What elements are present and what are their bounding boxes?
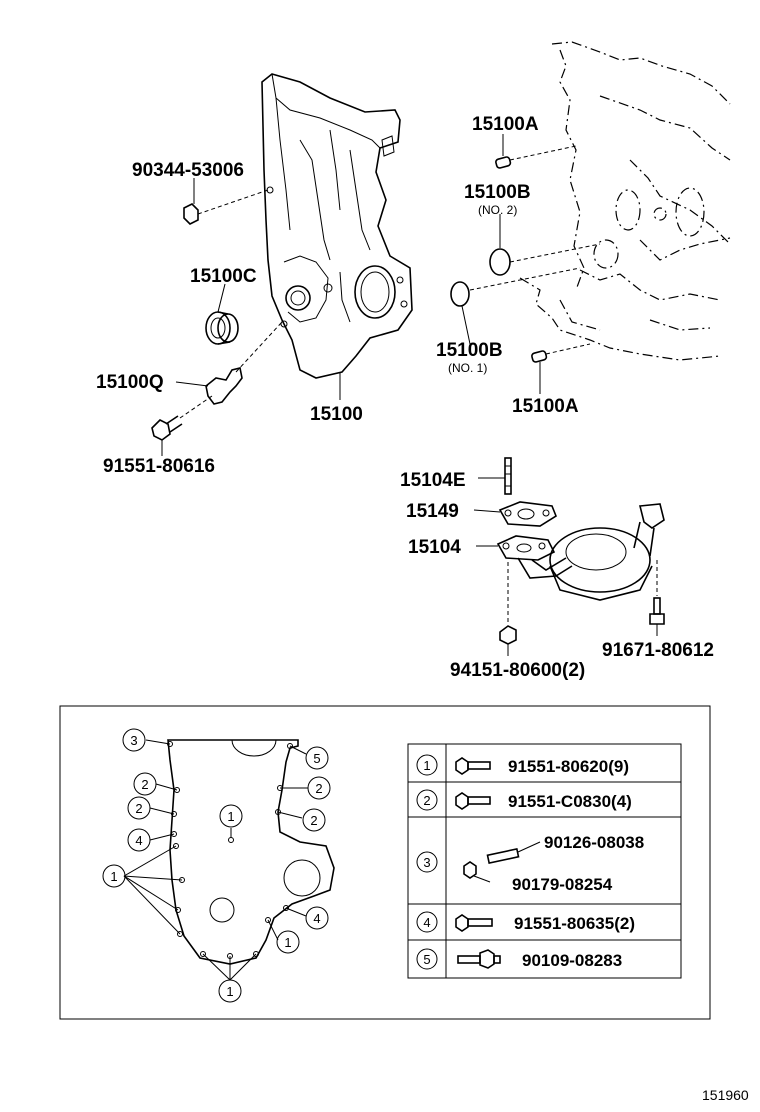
table-part-2: 91551-C0830(4) bbox=[508, 792, 632, 811]
callout-2-d: 2 bbox=[302, 808, 326, 832]
table-part-3b: 90179-08254 bbox=[512, 875, 613, 894]
svg-text:1: 1 bbox=[423, 758, 430, 773]
svg-text:1: 1 bbox=[284, 935, 291, 950]
callout-4-a: 4 bbox=[127, 828, 151, 852]
svg-text:2: 2 bbox=[135, 801, 142, 816]
label-15100a-bottom: 15100A bbox=[512, 396, 579, 417]
callout-1-bottom: 1 bbox=[218, 979, 242, 1003]
label-91671-80612: 91671-80612 bbox=[602, 640, 714, 661]
callout-1-right: 1 bbox=[276, 930, 300, 954]
figure-id: 151960 bbox=[702, 1087, 749, 1103]
label-15149: 15149 bbox=[406, 501, 459, 522]
bolt-91551-80616 bbox=[151, 395, 213, 456]
svg-text:4: 4 bbox=[135, 833, 142, 848]
svg-text:5: 5 bbox=[313, 751, 320, 766]
table-row-1: 1 91551-80620(9) bbox=[416, 754, 629, 776]
label-15100b-bottom: 15100B bbox=[436, 340, 503, 361]
table-part-3a: 90126-08038 bbox=[544, 833, 644, 852]
label-90344-53006: 90344-53006 bbox=[132, 160, 244, 181]
table-row-2: 2 91551-C0830(4) bbox=[416, 789, 632, 811]
bolt-94151 bbox=[499, 562, 517, 656]
gasket-15149 bbox=[473, 501, 557, 527]
svg-text:1: 1 bbox=[227, 809, 234, 824]
label-15100: 15100 bbox=[310, 404, 363, 425]
fastener-table bbox=[407, 743, 682, 979]
detail-leaders bbox=[123, 739, 308, 981]
sensor-15100q bbox=[175, 321, 283, 405]
svg-text:3: 3 bbox=[423, 855, 430, 870]
dowel-pin-top bbox=[495, 134, 577, 169]
table-part-1: 91551-80620(9) bbox=[508, 757, 629, 776]
callout-4-b: 4 bbox=[305, 906, 329, 930]
callout-2-a: 2 bbox=[133, 772, 157, 796]
label-15104: 15104 bbox=[408, 537, 461, 558]
callout-5: 5 bbox=[305, 746, 329, 770]
table-part-5: 90109-08283 bbox=[522, 951, 622, 970]
callout-3: 3 bbox=[122, 728, 146, 752]
label-15104e: 15104E bbox=[400, 470, 466, 491]
timing-cover-drawing bbox=[261, 73, 413, 400]
oil-strainer-15104 bbox=[476, 503, 665, 601]
detail-cover-outline bbox=[167, 739, 335, 965]
label-15100b-top-note: (NO. 2) bbox=[478, 203, 517, 217]
bolt-91671 bbox=[649, 560, 665, 636]
table-row-3: 3 90126-08038 90179-08254 bbox=[416, 833, 644, 894]
svg-text:1: 1 bbox=[226, 984, 233, 999]
o-ring-no2 bbox=[489, 214, 601, 276]
callout-2-c: 2 bbox=[127, 796, 151, 820]
callout-1-center: 1 bbox=[219, 804, 243, 828]
callout-2-b: 2 bbox=[307, 776, 331, 800]
stud-15104e bbox=[478, 457, 512, 495]
svg-text:4: 4 bbox=[423, 915, 430, 930]
callout-1-left: 1 bbox=[102, 864, 126, 888]
label-15100q: 15100Q bbox=[96, 372, 164, 393]
label-91551-80616: 91551-80616 bbox=[103, 456, 215, 477]
label-15100a-top: 15100A bbox=[472, 114, 539, 135]
detail-box bbox=[59, 705, 711, 1020]
label-94151-80600: 94151-80600(2) bbox=[450, 660, 585, 681]
label-15100c: 15100C bbox=[190, 266, 257, 287]
svg-text:4: 4 bbox=[313, 911, 320, 926]
label-15100b-bottom-note: (NO. 1) bbox=[448, 361, 487, 375]
table-part-4: 91551-80635(2) bbox=[514, 914, 635, 933]
plug-90344 bbox=[183, 189, 269, 225]
o-ring-no1 bbox=[450, 267, 581, 345]
oil-seal-15100c bbox=[205, 311, 239, 345]
label-15100b-top: 15100B bbox=[464, 182, 531, 203]
svg-text:2: 2 bbox=[141, 777, 148, 792]
dowel-pin-bottom bbox=[531, 343, 591, 394]
svg-text:2: 2 bbox=[315, 781, 322, 796]
svg-text:3: 3 bbox=[130, 733, 137, 748]
table-row-5: 5 90109-08283 bbox=[416, 948, 622, 970]
svg-text:5: 5 bbox=[423, 952, 430, 967]
table-row-4: 4 91551-80635(2) bbox=[416, 911, 635, 933]
svg-text:2: 2 bbox=[423, 793, 430, 808]
engine-block-phantom bbox=[519, 41, 731, 361]
svg-text:2: 2 bbox=[310, 813, 317, 828]
svg-text:1: 1 bbox=[110, 869, 117, 884]
detail-bolt-points bbox=[167, 741, 293, 959]
